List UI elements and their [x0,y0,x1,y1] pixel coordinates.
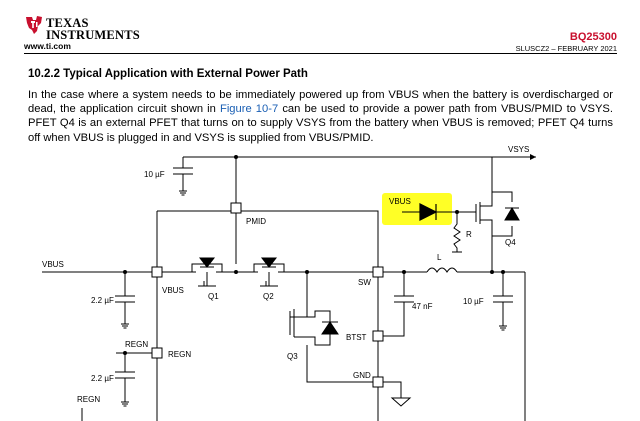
label-cap-out: 10 µF [463,297,484,306]
label-cap-pmid: 10 µF [144,170,165,179]
junction-dot [402,270,406,274]
schematic-diagram: VSYS 10 µF PMID VBUS R Q4 VBUS L 2.2 µF … [42,145,536,421]
label-sw: SW [358,278,371,287]
pmid-pin [230,202,242,214]
vbus-highlight [382,193,452,225]
q2-body-diode [260,257,278,268]
q3-body-diode [321,321,339,335]
label-vbus-highlight: VBUS [389,197,411,206]
label-btst: BTST [346,333,367,342]
company-name-line2: INSTRUMENTS [46,28,140,42]
inductor-l [426,267,458,273]
part-number-link[interactable]: BQ25300 [569,31,617,43]
label-regn-pin: REGN [168,350,191,359]
ti-logo: TEXAS INSTRUMENTS [24,14,164,52]
label-q1: Q1 [208,292,219,301]
ic-outline [156,210,379,421]
junction-dot [234,270,238,274]
junction-dot [501,270,505,274]
website-link[interactable]: www.ti.com [24,41,71,51]
label-gnd: GND [353,371,371,380]
sw-pin [372,266,384,278]
q4-fet [472,191,513,272]
section-heading: 10.2.2 Typical Application with External… [28,68,308,80]
document-id: SLUSCZ2 – FEBRUARY 2021 [515,44,617,53]
label-regn-net: REGN [125,340,148,349]
regn-pin [151,347,163,359]
vsys-output-wire [457,271,526,421]
junction-dot [490,270,494,274]
company-name-line1: TEXAS [46,16,89,30]
junction-dot [305,270,309,274]
label-r: R [466,230,472,239]
label-q3: Q3 [287,352,298,361]
section-paragraph: In the case where a system needs to be i… [28,88,613,145]
header-divider [24,53,617,54]
junction-dot [123,270,127,274]
label-regn-bottom: REGN [77,395,100,404]
junction-dot [234,155,238,159]
label-vbus-input: VBUS [42,260,64,269]
paragraph-text-1: In the case where a system needs to be i… [28,89,613,116]
label-q2: Q2 [263,292,274,301]
pmid-capacitor [173,157,193,196]
label-l: L [437,253,442,262]
label-cap-sw: 47 nF [412,302,433,311]
figure-link[interactable]: Figure 10-7 [219,103,279,116]
label-cap-vbus: 2.2 µF [91,296,114,305]
junction-dot [455,210,459,214]
output-capacitor [493,272,513,331]
ground-symbol [382,381,412,407]
label-vbus-pin: VBUS [162,286,184,295]
btst-pin [372,330,384,342]
regn-capacitor [115,352,153,407]
vsys-rail [183,156,493,192]
q1-body-diode [198,257,216,268]
resistor-r [452,212,462,253]
q3-fet [289,272,374,383]
gnd-pin [372,376,384,388]
label-vsys: VSYS [508,145,529,154]
ti-state-icon [26,16,42,34]
paragraph-text-2: can be used to provide a power path from… [28,103,613,144]
label-cap-regn: 2.2 µF [91,374,114,383]
btst-capacitor [382,272,414,337]
vbus-capacitor [115,272,135,329]
label-pmid: PMID [246,217,266,226]
vbus-pin [151,266,163,278]
company-name: TEXAS INSTRUMENTS [46,16,140,42]
junction-dot [123,351,127,355]
q4-body-diode [504,207,520,221]
label-q4: Q4 [505,238,516,247]
